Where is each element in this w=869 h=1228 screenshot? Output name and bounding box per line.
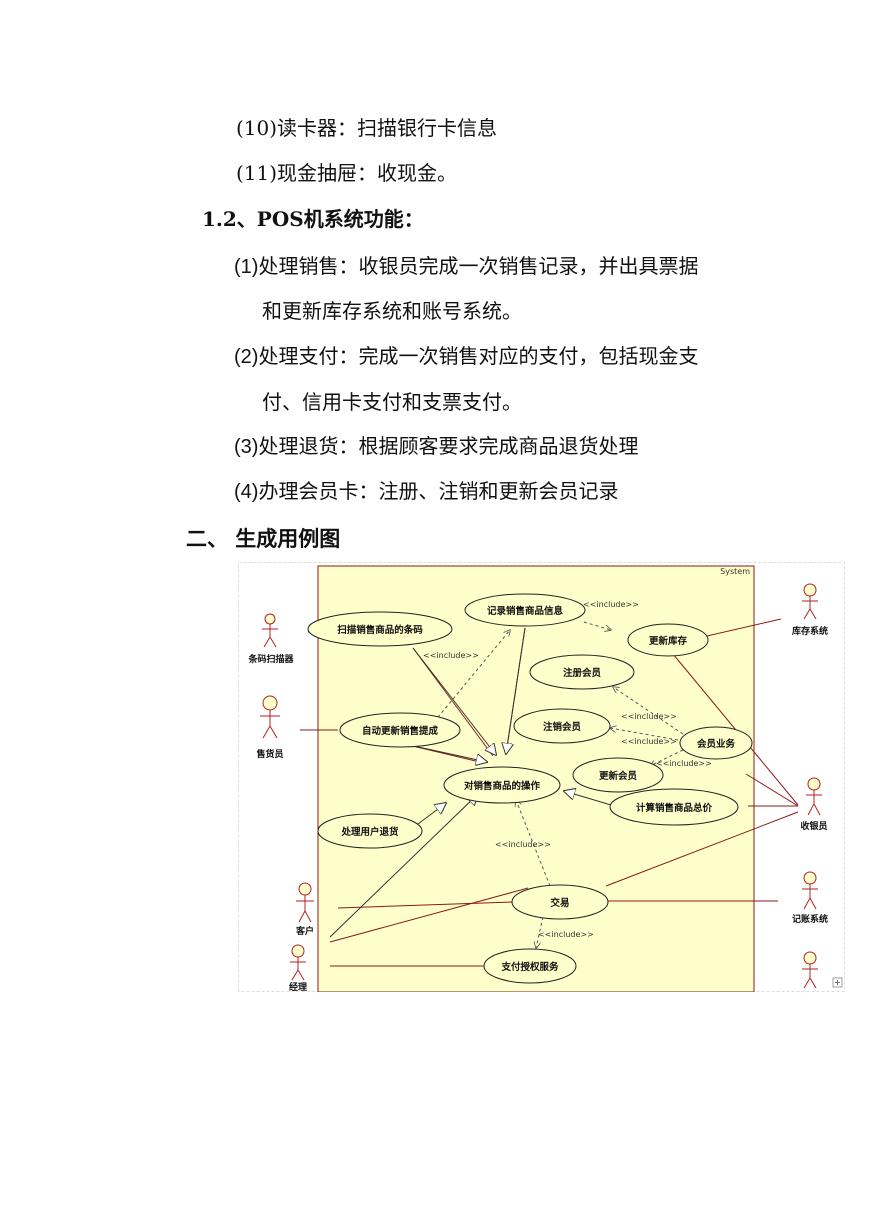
usecase-register <box>529 654 635 690</box>
usecase-register-label: 注册会员 <box>563 667 602 679</box>
actor-seller-label: 售货员 <box>255 748 283 760</box>
actor-seller <box>260 695 280 739</box>
usecase-total <box>609 788 739 826</box>
usecase-trade <box>511 884 609 920</box>
item-10: (10)读卡器：扫描银行卡信息 <box>236 116 498 140</box>
usecase-update-inventory <box>627 623 709 657</box>
usecase-refund-label: 处理用户退货 <box>340 826 399 838</box>
usecase-scan-label: 扫描销售商品的条码 <box>337 624 423 636</box>
actor-partial-bottom <box>802 951 818 989</box>
include-label-7: <<include>> <box>538 930 594 939</box>
usecase-refund <box>317 813 423 849</box>
actor-accounting-label: 记账系统 <box>792 913 828 925</box>
actor-accounting-system <box>802 871 818 910</box>
usecase-record <box>464 593 586 627</box>
usecase-update-member-label: 更新会员 <box>599 770 638 782</box>
section-heading-2: 二、 生成用例图 <box>186 527 341 551</box>
section-heading-1-2: 1.2、POS机系统功能： <box>202 207 424 231</box>
actor-manager-label: 经理 <box>289 981 307 992</box>
function-1-line-2: 和更新库存系统和账号系统。 <box>262 299 522 323</box>
usecase-ops <box>443 766 561 804</box>
function-3-number: (3) <box>234 436 259 458</box>
function-1-text: 处理销售：收银员完成一次销售记录，并出具票据 <box>258 254 699 278</box>
include-label-3: <<include>> <box>621 712 677 721</box>
include-label-6: <<include>> <box>495 840 551 849</box>
function-1-number: (1) <box>234 256 259 278</box>
actor-barcode-label: 条码扫描器 <box>247 653 294 665</box>
actor-manager <box>290 944 306 981</box>
usecase-update-inventory-label: 更新库存 <box>649 635 688 647</box>
usecase-total-label: 计算销售商品总价 <box>636 802 713 814</box>
function-4: (4)办理会员卡：注册、注销和更新会员记录 <box>234 477 618 506</box>
function-4-text: 办理会员卡：注册、注销和更新会员记录 <box>258 479 619 503</box>
function-2-text: 处理支付：完成一次销售对应的支付，包括现金支 <box>258 344 699 368</box>
actor-inventory-system <box>802 583 818 620</box>
actor-barcode-scanner <box>262 613 278 648</box>
usecase-pay <box>483 948 577 984</box>
include-label-1: <<include>> <box>583 600 639 609</box>
resize-grip-icon[interactable] <box>832 977 843 988</box>
actor-customer <box>296 882 314 923</box>
usecase-record-label: 记录销售商品信息 <box>487 605 564 617</box>
usecase-update-member <box>572 757 664 793</box>
include-label-2: <<include>> <box>423 651 479 660</box>
usecase-scan <box>307 611 453 647</box>
actor-customer-label: 客户 <box>295 925 314 937</box>
usecase-auto <box>339 712 461 748</box>
usecase-auto-label: 自动更新销售提成 <box>362 725 439 737</box>
function-3: (3)处理退货：根据顾客要求完成商品退货处理 <box>234 432 638 461</box>
actor-cashier-label: 收银员 <box>800 820 827 832</box>
use-case-diagram: System <<include>> < <box>238 562 845 992</box>
item-11: (11)现金抽屉：收现金。 <box>236 161 458 185</box>
function-1-line-1: (1)处理销售：收银员完成一次销售记录，并出具票据 <box>234 252 698 281</box>
function-2-number: (2) <box>234 346 259 368</box>
function-2-line-1: (2)处理支付：完成一次销售对应的支付，包括现金支 <box>234 342 698 371</box>
actor-cashier <box>806 777 822 816</box>
function-2-line-2: 付、信用卡支付和支票支付。 <box>262 390 522 414</box>
usecase-member-label: 会员业务 <box>697 738 736 750</box>
usecase-cancel <box>513 708 611 744</box>
usecase-cancel-label: 注销会员 <box>543 721 582 733</box>
function-3-text: 处理退货：根据顾客要求完成商品退货处理 <box>258 434 639 458</box>
system-label: System <box>720 567 750 576</box>
usecase-member <box>679 726 753 760</box>
usecase-trade-label: 交易 <box>550 897 569 909</box>
actor-inventory-label: 库存系统 <box>792 625 828 637</box>
usecase-pay-label: 支付授权服务 <box>500 961 559 973</box>
include-label-5: <<include>> <box>656 759 712 768</box>
include-label-4: <<include>> <box>621 737 677 746</box>
usecase-ops-label: 对销售商品的操作 <box>464 780 541 792</box>
function-4-number: (4) <box>234 481 259 503</box>
